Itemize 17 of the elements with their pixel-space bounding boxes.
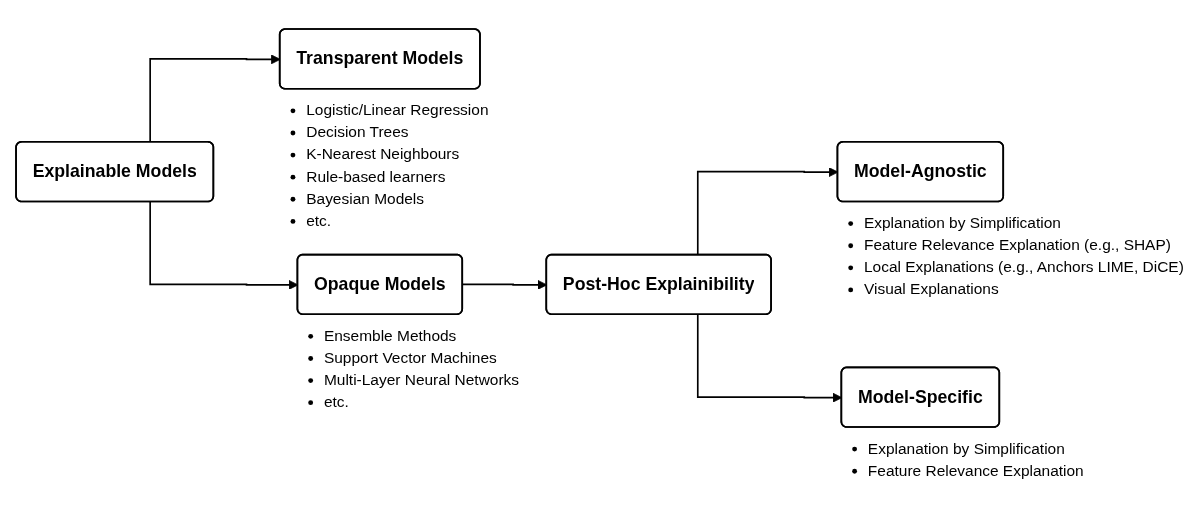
list-item: Bayesian Models: [305, 189, 424, 207]
list-item: Multi-Layer Neural Networks: [323, 371, 519, 388]
list-item: Rule-based learners: [305, 167, 445, 185]
list-item: Local Explanations (e.g., Anchors LIME, DiCE): [863, 258, 1184, 276]
arrow: [148, 201, 298, 290]
list-item: Explanation by Simplification: [867, 439, 1065, 457]
list-item: Feature Relevance Explanation (e.g., SHAP): [863, 236, 1171, 254]
list-item: K-Nearest Neighbours: [305, 145, 459, 163]
list-item: Logistic/Linear Regression: [305, 101, 488, 119]
list-item: Feature Relevance Explanation: [867, 461, 1084, 479]
list-item: etc.: [305, 211, 331, 229]
list-item: Decision Trees: [305, 123, 409, 141]
list-item: etc.: [323, 393, 349, 411]
list-item: Ensemble Methods: [323, 326, 456, 344]
list-item: Visual Explanations: [863, 280, 999, 298]
list-item: Support Vector Machines: [323, 348, 497, 366]
list-item: Explanation by Simplification: [863, 214, 1061, 231]
